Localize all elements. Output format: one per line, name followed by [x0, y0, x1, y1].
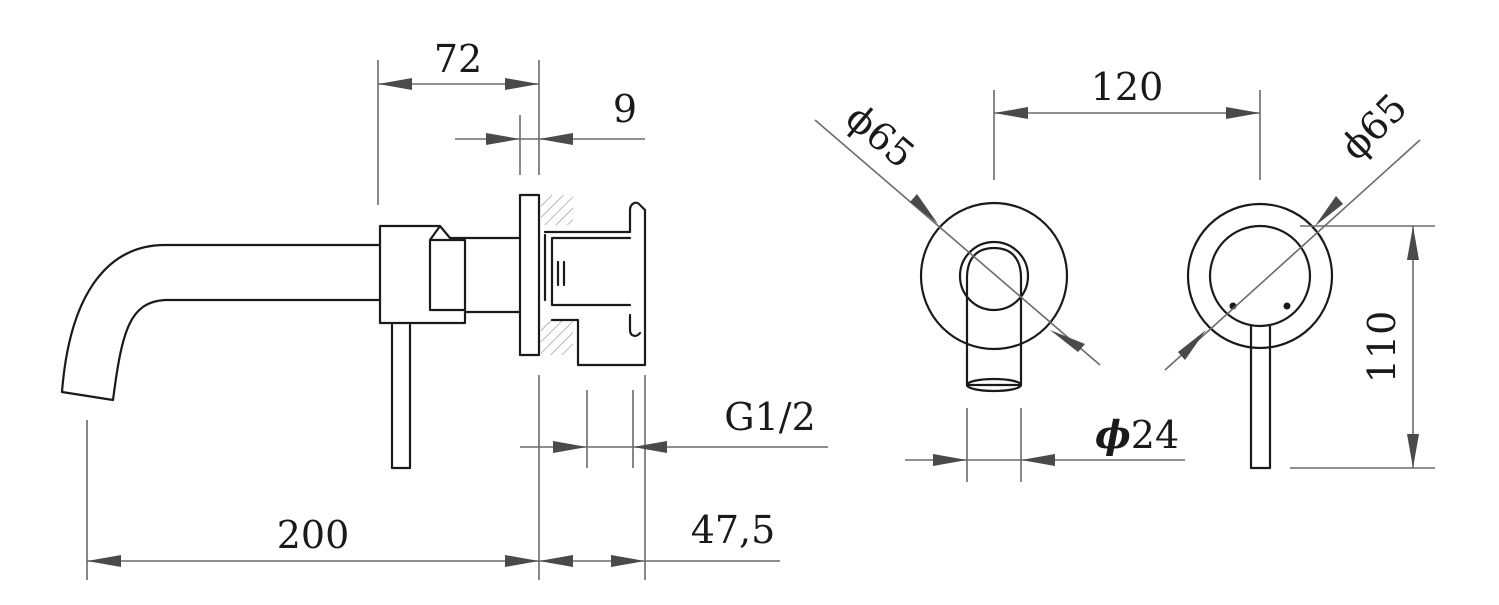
dim-72-label: 72 — [434, 37, 482, 81]
dim-left-dia65-label: ϕ65 — [838, 95, 923, 176]
front-view-dimensions: 120 ϕ65 ϕ65 ϕ24 110 — [814, 65, 1435, 482]
dim-47-5-label: 47,5 — [691, 508, 776, 552]
dim-thread-label: G1/2 — [724, 395, 816, 439]
indicator-dot-cold — [1283, 302, 1291, 310]
dim-110-label: 110 — [1360, 311, 1404, 384]
dim-spout-dia-label: ϕ24 — [1095, 412, 1179, 457]
handle-lever-front — [1249, 324, 1272, 470]
lever-handle — [390, 323, 412, 470]
spout-collar — [378, 224, 522, 325]
left-rosette — [919, 201, 1069, 351]
dim-120-label: 120 — [1091, 65, 1164, 109]
wall-hatch-bottom — [541, 320, 573, 355]
dim-spout-dia-value: 24 — [1131, 413, 1179, 457]
front-view — [919, 201, 1334, 470]
side-view-dimensions: 72 9 G1/2 200 47,5 — [86, 37, 828, 580]
spout-front — [965, 246, 1023, 387]
dim-9-label: 9 — [613, 87, 637, 131]
handle-ring — [1208, 224, 1312, 328]
wall-hatch-top — [541, 195, 573, 225]
dim-200-label: 200 — [277, 513, 350, 557]
right-rosette — [1186, 202, 1334, 350]
spout-outline — [60, 243, 382, 402]
spout-collar-front — [958, 240, 1030, 312]
diameter-symbol: ϕ — [1095, 412, 1131, 457]
wall-plate — [518, 193, 541, 357]
concealed-body — [543, 201, 647, 367]
collar-ring — [428, 238, 467, 312]
side-view — [60, 193, 647, 470]
